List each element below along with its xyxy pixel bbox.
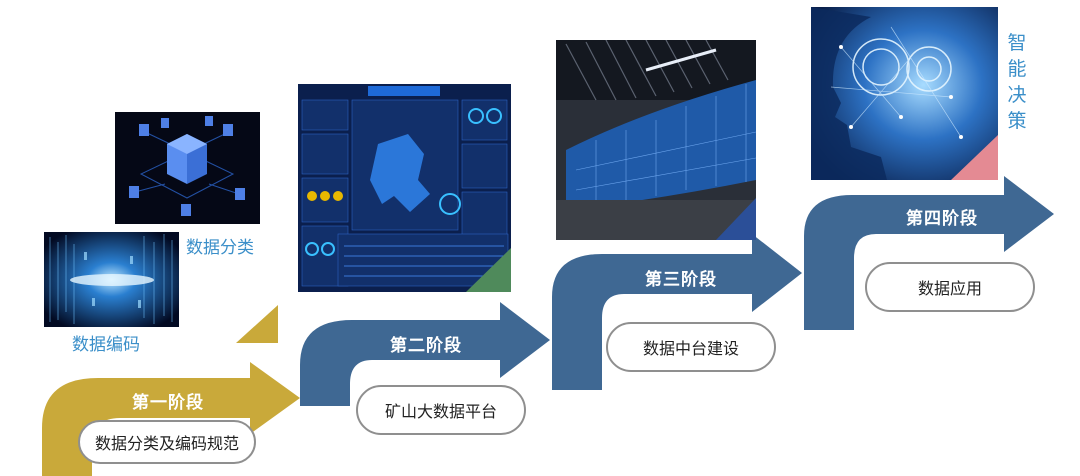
control-room-image xyxy=(556,40,756,240)
stage2-arrow xyxy=(300,302,550,406)
dashboard-image xyxy=(298,84,511,292)
stage4-arrow xyxy=(804,176,1054,330)
stage3-label: 第三阶段 xyxy=(645,270,717,290)
encoding-image xyxy=(44,232,179,327)
stage3-arrow xyxy=(552,234,802,390)
classification-caption: 数据分类 xyxy=(186,238,254,258)
encoding-caption: 数据编码 xyxy=(72,335,140,355)
stage3-desc: 数据中台建设 xyxy=(606,322,776,372)
ai-face-image xyxy=(811,7,998,180)
stage1-desc: 数据分类及编码规范 xyxy=(78,420,256,464)
stage4-label: 第四阶段 xyxy=(906,209,978,229)
stage1-label: 第一阶段 xyxy=(132,393,204,413)
stage4-desc: 数据应用 xyxy=(865,262,1035,312)
stage2-desc: 矿山大数据平台 xyxy=(356,385,526,435)
classification-image xyxy=(115,112,260,224)
stage2-label: 第二阶段 xyxy=(390,336,462,356)
decision-caption: 智能决策 xyxy=(1007,32,1027,132)
stage1-arrow xyxy=(42,362,300,476)
gold-triangle xyxy=(236,305,278,343)
